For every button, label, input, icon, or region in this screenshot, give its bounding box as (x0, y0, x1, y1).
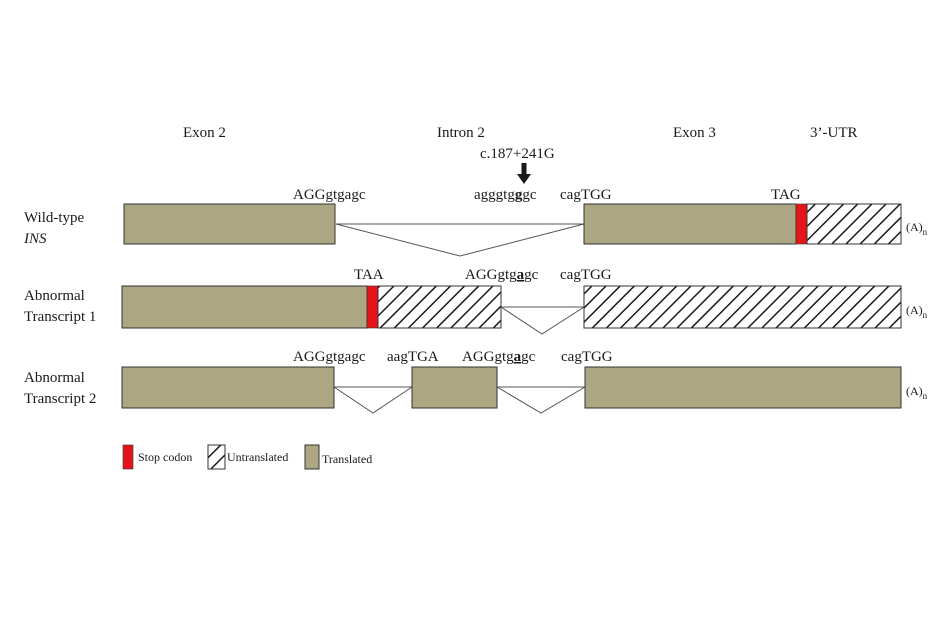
wt-splice-line (335, 223, 585, 257)
row-abnormal2-label-line2: Transcript 2 (24, 391, 96, 407)
row-wildtype-label-line2: INS (23, 231, 47, 247)
region-exon3-label: Exon 3 (673, 125, 716, 141)
legend-untranslated-label: Untranslated (227, 450, 288, 464)
ab2-exon3-translated (584, 366, 902, 409)
ab2-donor1-seq: AGGgtgagc (293, 349, 366, 365)
ab1-acceptor-seq: cagTGG (560, 267, 612, 283)
region-exon2-label: Exon 2 (183, 125, 226, 141)
row-abnormal2: Abnormal Transcript 2 AGGgtgagc aagTGA A… (24, 349, 928, 414)
row-abnormal1: Abnormal Transcript 1 TAA AGGgtgagc cagT… (24, 267, 928, 335)
ab1-donor-seq: AGGgtgagc (465, 267, 539, 283)
wt-polyA: (A)n (906, 220, 928, 237)
row-abnormal2-label-line1: Abnormal (24, 370, 85, 386)
ab2-donor2-mutant-base: a (514, 349, 522, 365)
ab1-donor-mutant-base: a (517, 267, 525, 283)
legend-untranslated-swatch (207, 444, 226, 470)
ab2-acceptor2-seq: cagTGG (561, 349, 613, 365)
wt-acceptor-seq: cagTGG (560, 187, 612, 203)
mutation-arrow-icon (517, 163, 531, 184)
wt-utr-untranslated (806, 203, 902, 245)
row-abnormal1-label-line2: Transcript 1 (24, 309, 96, 325)
ab1-splice-line (500, 306, 585, 335)
ab2-splice-line2 (496, 386, 586, 414)
ab1-polyA: (A)n (906, 303, 928, 320)
region-utr3-label: 3’-UTR (810, 125, 858, 141)
legend-translated-label: Translated (322, 452, 372, 466)
legend-stop-swatch (122, 444, 134, 470)
ab1-stop-seq: TAA (354, 267, 384, 283)
legend-stop-label: Stop codon (138, 450, 192, 464)
wt-stop-codon (795, 203, 808, 245)
row-abnormal1-label-line1: Abnormal (24, 288, 85, 304)
ab2-acceptor1-seq: aagTGA (387, 349, 439, 365)
ab2-donor2-seq: AGGgtgagc (462, 349, 536, 365)
ab2-cryptic-exon-translated (411, 366, 498, 409)
ab1-retained-intron-untranslated (377, 285, 502, 329)
legend: Stop codon Untranslated Translated (122, 444, 372, 470)
region-intron2-label: Intron 2 (437, 125, 485, 141)
ab2-polyA: (A)n (906, 384, 928, 401)
wt-stop-seq: TAG (771, 187, 801, 203)
ab2-splice-line1 (333, 386, 413, 414)
wt-intron-seq: agggtgggc (474, 187, 537, 203)
ab1-stop-codon (366, 285, 379, 329)
ab1-exon3-untranslated (583, 285, 902, 329)
wt-exon2-translated (123, 203, 336, 245)
wt-intron-mutant-base: g (515, 187, 523, 203)
ab1-exon2-translated (121, 285, 368, 329)
ab2-exon2-translated (121, 366, 335, 409)
wt-exon3-translated (583, 203, 797, 245)
mutation-label: c.187+241G (480, 146, 555, 162)
row-wildtype: Wild-type INS AGGgtgagc agggtgggc cagTGG… (23, 187, 928, 257)
legend-translated-swatch (304, 444, 320, 470)
wt-donor-seq: AGGgtgagc (293, 187, 366, 203)
row-wildtype-label-line1: Wild-type (24, 210, 85, 226)
